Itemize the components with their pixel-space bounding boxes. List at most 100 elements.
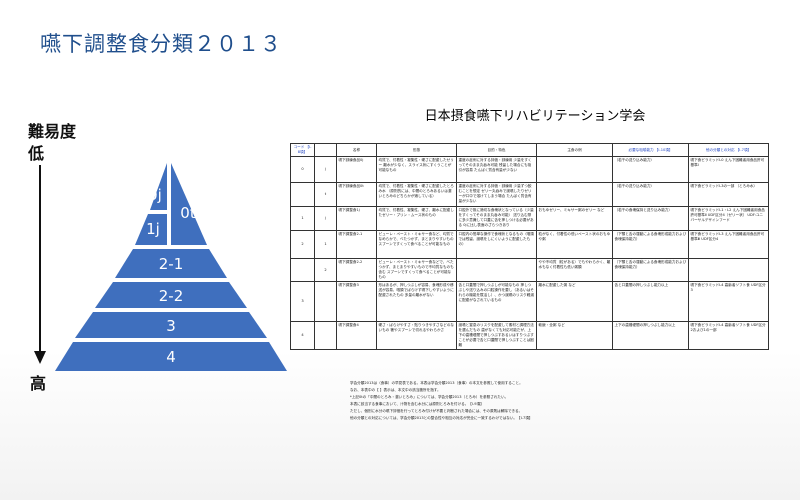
header-cell	[314, 143, 337, 157]
pyramid-label-0j: 0j	[148, 186, 162, 204]
table-cell-form: 形はあるが、押しつぶしが容易、食塊形成や移送が容易、咽頭でばらけず嚥下しやすいよ…	[376, 281, 457, 322]
pyramid-level-0j	[150, 163, 167, 210]
table-cell-purpose: 口腔外で既に適切な食塊状となっている（少量をすくってそのまま丸呑み可能） 送り込…	[456, 206, 537, 231]
table-cell-other: 嚥下食ピラミッドL4 高齢者ソフト食 UDF区分3	[688, 281, 769, 322]
table-cell-name: 嚥下調整食4	[336, 321, 377, 350]
table-cell-purpose: 誤嚥と窒息のリスクを配慮して素材と調理方法を選んだもの 歯がなくても対応可能だが…	[456, 321, 537, 350]
document-notes: 学会分類2013は（食事）の早見表である。本表は学会分類2013（食事）の本文を…	[350, 380, 770, 422]
pyramid-level-4	[55, 342, 287, 371]
table-cell-chewing: 上下の歯槽堤間の押しつぶし能力以上	[612, 321, 689, 350]
table-cell-other: 嚥下食ピラミッドL4 高齢者ソフト食 UDF区分2および1の一部	[688, 321, 769, 350]
table-cell-code: 2	[290, 230, 315, 259]
table-cell-other	[688, 258, 769, 282]
table-cell-name: 嚥下訓練食品0t	[336, 182, 377, 207]
table-cell-staple: おもゆゼリー、ミキサー粥のゼリー など	[536, 206, 613, 231]
table-cell-form: 硬さ・ばらけやすさ・貼りつきやすさなどのないもの 箸やスプーンで切れるやわらかさ	[376, 321, 457, 350]
table-cell-form: ピューレ・ペースト・ミキサー食などで、べたつかず、まとまりやすいもので不均質なも…	[376, 258, 457, 282]
table-cell-chewing: （若干の送り込み能力）	[612, 182, 689, 207]
table-cell-code: 3	[290, 281, 315, 322]
header-cell: 名称	[336, 143, 377, 157]
note-line: *上記0tの「中間のとろみ・濃いとろみ」については、学会分類2013（とろみ）を…	[350, 395, 509, 399]
difficulty-label: 難易度	[28, 122, 77, 141]
table-cell-staple	[536, 156, 613, 183]
table-cell-code: 4	[290, 321, 315, 350]
table-cell-staple	[536, 182, 613, 207]
table-cell-chewing: （若干の送り込み能力）	[612, 156, 689, 183]
pyramid-level-2-2	[95, 282, 247, 308]
table-cell-name: 嚥下調整食1j	[336, 206, 377, 231]
table-cell-chewing: 舌と口蓋間の押しつぶし能力以上	[612, 281, 689, 322]
table-cell-form: 均質で、付着性・凝集性・硬さに配慮したゼリー 離水が少なく、スライス状にすくうこ…	[376, 156, 457, 183]
difficulty-low-label: 低	[28, 144, 45, 163]
table-cell-staple: やや不均質（粒がある）でもやわらかく、離水もなく付着性も低い粥類	[536, 258, 613, 282]
table-cell-code	[290, 258, 315, 282]
header-cell: コード 【I-8項】	[290, 143, 315, 157]
pyramid-label-3: 3	[166, 317, 176, 335]
table-cell-purpose: 重度の症例に対する評価・訓練用 少量ずつ飲むことを想定 ゼリー丸呑みで誤嚥したり…	[456, 182, 537, 207]
table-cell-sub	[314, 321, 337, 350]
note-line: ただし、個別に水分の嚥下評価を行ってとろみ付けが不要と判断された場合には、その原…	[350, 409, 523, 413]
table-cell-chewing: （下顎と舌の運動による食塊形成能力および食塊保持能力）	[612, 230, 689, 259]
header-cell: 形態	[376, 143, 457, 157]
header-cell: 主食の例	[536, 143, 613, 157]
table-cell-form: 均質で、付着性・凝集性・硬さに配慮したとろみ水 （原則的には、中間のとろみあるい…	[376, 182, 457, 207]
table-cell-code: 0	[290, 156, 315, 183]
pyramid-level-2-1	[115, 249, 227, 278]
note-line: 本表に該当する食事において、汁物を含む水分には原則とろみを付ける。【I-9項】	[350, 402, 484, 406]
table-cell-sub: j	[314, 206, 337, 231]
table-cell-staple: 軟飯・全粥 など	[536, 321, 613, 350]
table-cell-code	[290, 182, 315, 207]
classification-table: コード 【I-8項】 名称 形態 目的・特色 主食の例 必要な咀嚼能力 【I-1…	[290, 143, 769, 350]
table-cell-other: 嚥下食ピラミッドL3 えん下困難者用食品許可基準Ⅲ UDF区分4	[688, 230, 769, 259]
table-cell-sub: t	[314, 182, 337, 207]
table-cell-name: 嚥下調整食2-1	[336, 230, 377, 259]
table-cell-purpose	[456, 258, 537, 282]
table-cell-sub	[314, 281, 337, 322]
document-title: 日本摂食嚥下リハビリテーション学会	[424, 109, 646, 124]
table-cell-purpose: 口腔内の簡単な操作で食塊状となるもの（咽頭では残留、誤嚥をしにくいように配慮した…	[456, 230, 537, 259]
pyramid-level-3	[75, 312, 267, 338]
table-cell-sub: 2	[314, 258, 337, 282]
classification-document: 日本摂食嚥下リハビリテーション学会 コード 【I-8項】 名称 形態 目的・特色…	[290, 105, 780, 425]
header-cell: 目的・特色	[456, 143, 537, 157]
table-cell-name: 嚥下調整食3	[336, 281, 377, 322]
table-cell-other: 嚥下食ピラミッドL0 えん下困難者用食品許可基準Ⅰ	[688, 156, 769, 183]
pyramid-level-1j	[135, 214, 167, 245]
note-line: なお、本表中の【 】表示は、本文中の該当箇所を指す。	[350, 388, 441, 392]
table-cell-staple: 粒がなく、付着性の低いペースト状のおもゆや粥	[536, 230, 613, 259]
table-cell-name: 嚥下訓練食品0j	[336, 156, 377, 183]
table-cell-staple: 離水に配慮した粥 など	[536, 281, 613, 322]
note-line: 学会分類2013は（食事）の早見表である。本表は学会分類2013（食事）の本文を…	[350, 381, 523, 385]
table-cell-sub: j	[314, 156, 337, 183]
table-cell-code: 1	[290, 206, 315, 231]
note-line: 他の分類との対応については、学会分類2013との整合性や相互の対応が完全に一致す…	[350, 416, 533, 420]
difficulty-arrow-icon	[34, 165, 46, 364]
table-cell-sub: 1	[314, 230, 337, 259]
table-cell-form: ピューレ・ペースト・ミキサー食など、均質でなめらかで、べたつかず、まとまりやすい…	[376, 230, 457, 259]
slide-title: 嚥下調整食分類２０１３	[40, 32, 282, 56]
header-cell: 必要な咀嚼能力 【I-10項】	[612, 143, 689, 157]
pyramid-label-2-2: 2-2	[159, 287, 184, 305]
dysphagia-diet-pyramid: 0j 0t 1j 2-1 2-2 3 4	[55, 163, 287, 371]
difficulty-high-label: 高	[30, 374, 47, 393]
table-cell-name: 嚥下調整食2-2	[336, 258, 377, 282]
header-cell: 他の分類との対応 【I-7項】	[688, 143, 769, 157]
table-cell-chewing: （若干の食塊保持と送り込み能力）	[612, 206, 689, 231]
table-cell-purpose: 重度の症例に対する評価・訓練用 少量をすくってそのまま丸呑み可能 残留した場合に…	[456, 156, 537, 183]
table-cell-purpose: 舌と口蓋間で押しつぶしが可能なもの 押しつぶしや送り込みの口腔操作を要し（あるい…	[456, 281, 537, 322]
table-cell-other: 嚥下食ピラミッドL3の一部 （とろみ水）	[688, 182, 769, 207]
pyramid-label-4: 4	[166, 348, 176, 366]
table-cell-form: 均質で、付着性、凝集性、硬さ、離水に配慮したゼリー・プリン・ムース状のもの	[376, 206, 457, 231]
table-header-row: コード 【I-8項】 名称 形態 目的・特色 主食の例 必要な咀嚼能力 【I-1…	[290, 143, 769, 157]
pyramid-label-2-1: 2-1	[159, 255, 184, 273]
table-cell-chewing: （下顎と舌の運動による食塊形成能力および食塊保持能力）	[612, 258, 689, 282]
table-cell-other: 嚥下食ピラミッドL1・L2 えん下困難者用食品許可基準Ⅱ UDF区分4（ゼリー状…	[688, 206, 769, 231]
pyramid-label-1j: 1j	[146, 220, 160, 238]
